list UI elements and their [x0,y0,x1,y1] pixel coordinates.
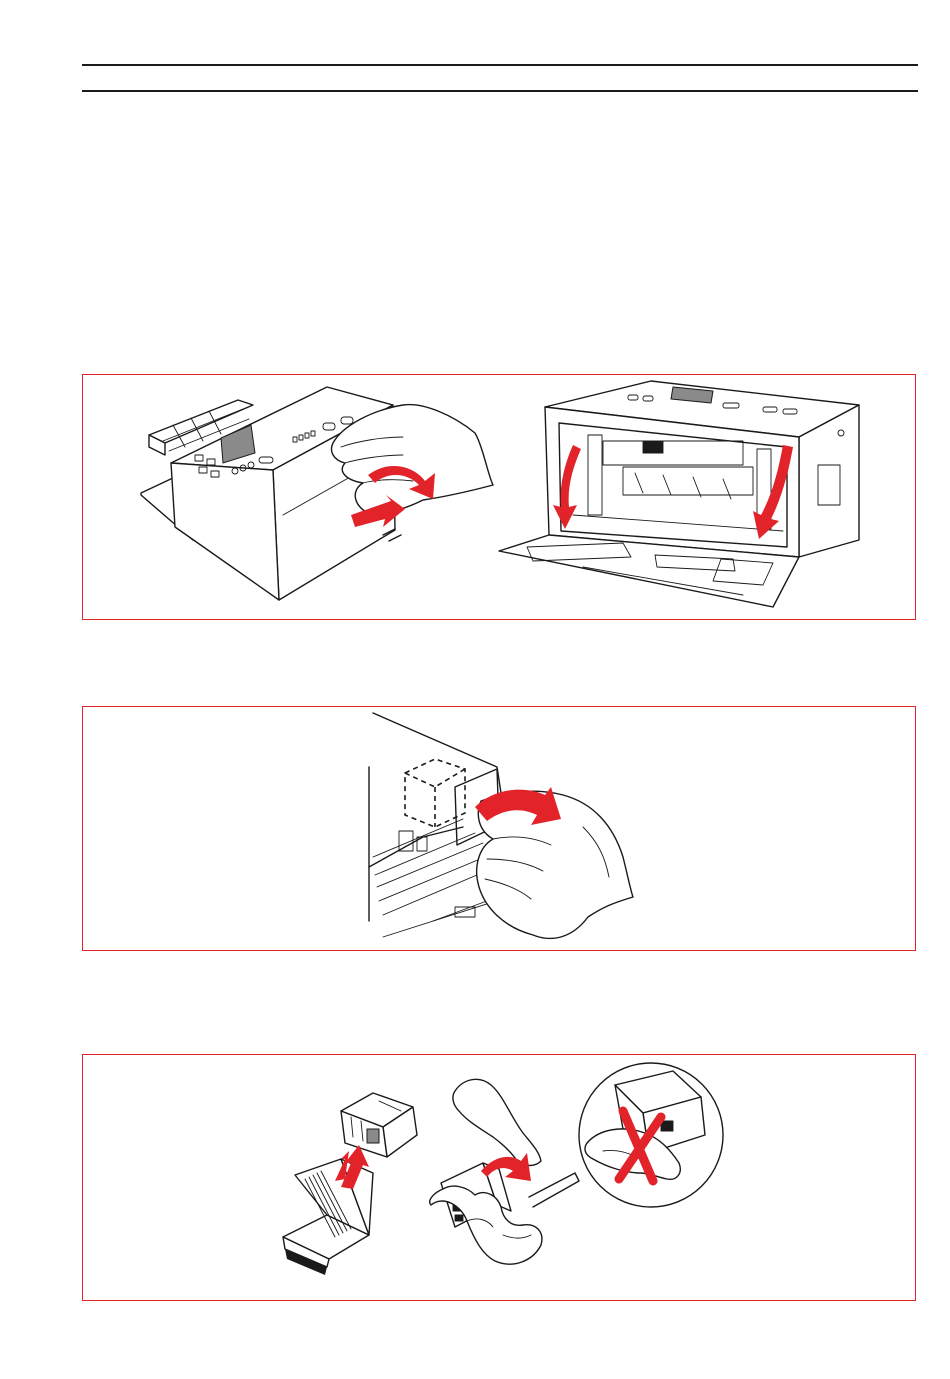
do-not-touch-icon [529,1063,723,1207]
figure-3-panel [82,1054,916,1301]
header-rule-bottom [82,90,918,92]
ink-cartridge-icon [341,1093,417,1157]
cartridge-package-icon [283,1159,373,1275]
header-rule-top [82,64,918,66]
printer-open-front-icon [499,381,859,607]
figure-1-panel [82,374,916,620]
figure-2-panel [82,706,916,951]
